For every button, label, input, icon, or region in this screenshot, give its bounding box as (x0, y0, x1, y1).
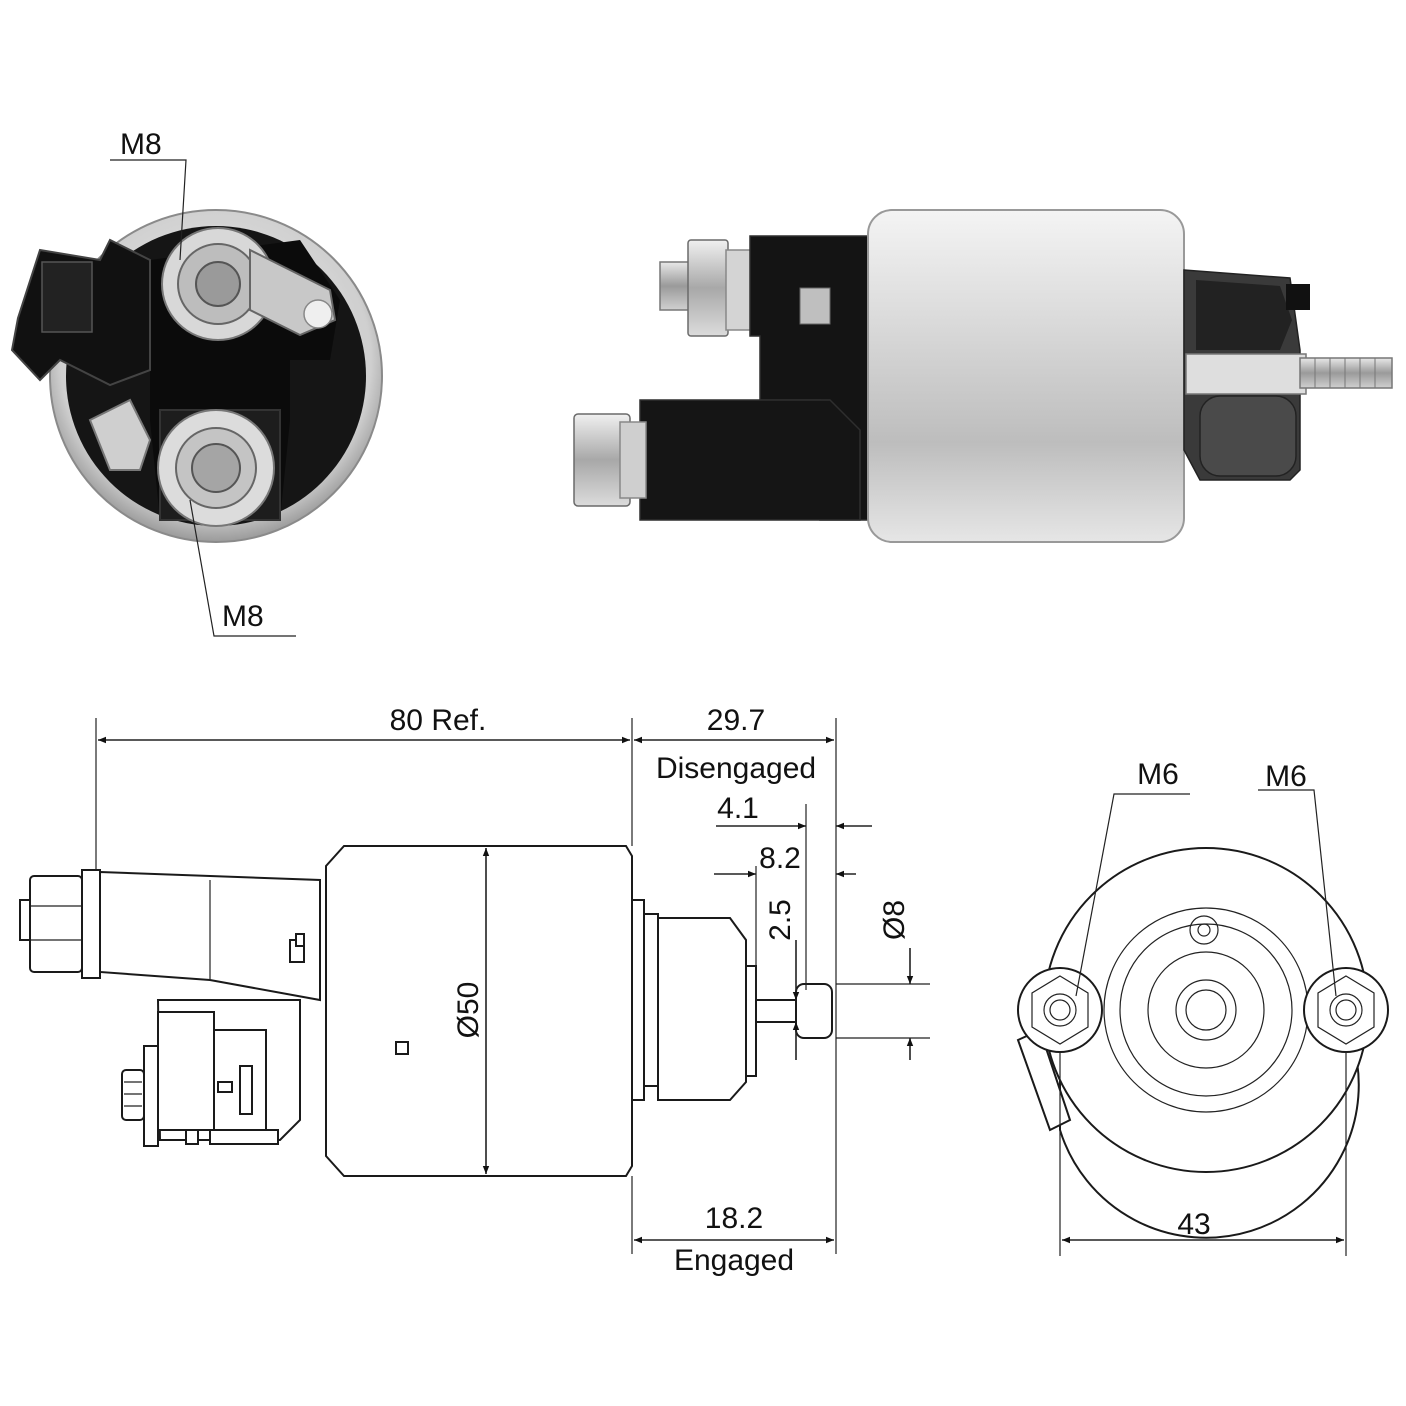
dim-a: 4.1 (717, 792, 759, 825)
bottom-thread-label: M8 (222, 600, 264, 633)
end-view-drawing: M6 M6 43 (1016, 758, 1389, 1256)
dim-c: 2.5 (764, 899, 797, 941)
dim-disengaged-label: Disengaged (656, 752, 816, 785)
dim-overall-length: 80 Ref. (390, 704, 487, 737)
dim-disengaged-value: 29.7 (707, 704, 765, 737)
dim-body-diameter: Ø50 (452, 982, 485, 1039)
dim-engaged-label: Engaged (674, 1244, 794, 1277)
right-m6-label: M6 (1265, 760, 1307, 793)
front-photo: M8 M8 (10, 128, 383, 637)
dim-b: 8.2 (759, 842, 801, 875)
side-view-drawing (19, 845, 833, 1177)
dim-plunger-diameter: Ø8 (878, 900, 911, 940)
side-photo (573, 209, 1393, 543)
side-view-dimensions: 80 Ref. 29.7 Disengaged 4.1 8.2 2.5 Ø8 Ø… (95, 704, 930, 1277)
end-view-width: 43 (1177, 1208, 1210, 1241)
top-thread-label: M8 (120, 128, 162, 161)
dim-engaged-value: 18.2 (705, 1202, 763, 1235)
left-m6-label: M6 (1137, 758, 1179, 791)
